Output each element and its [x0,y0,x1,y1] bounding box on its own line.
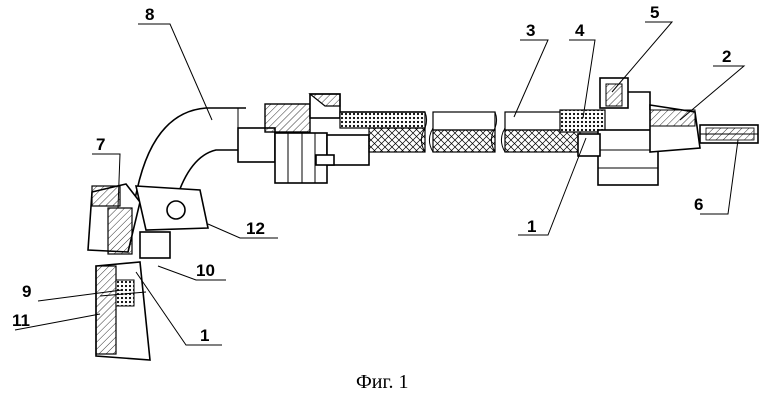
label-11: 11 [12,311,30,330]
label-5: 5 [650,3,659,22]
right-coupling [560,78,700,185]
label-9: 9 [22,282,31,301]
label-1-right: 1 [527,217,536,236]
label-12: 12 [246,219,265,238]
label-7: 7 [96,135,105,154]
tube [700,125,758,143]
label-1-left: 1 [200,326,209,345]
label-8: 8 [145,5,154,24]
lower-connector [88,184,208,360]
label-4: 4 [575,21,585,40]
label-10: 10 [196,261,215,280]
figure-caption: Фиг. 1 [356,371,408,393]
label-3: 3 [526,21,535,40]
label-6: 6 [694,195,703,214]
label-2: 2 [722,47,731,66]
left-coupling [238,94,369,183]
cable-middle-section [429,112,580,152]
